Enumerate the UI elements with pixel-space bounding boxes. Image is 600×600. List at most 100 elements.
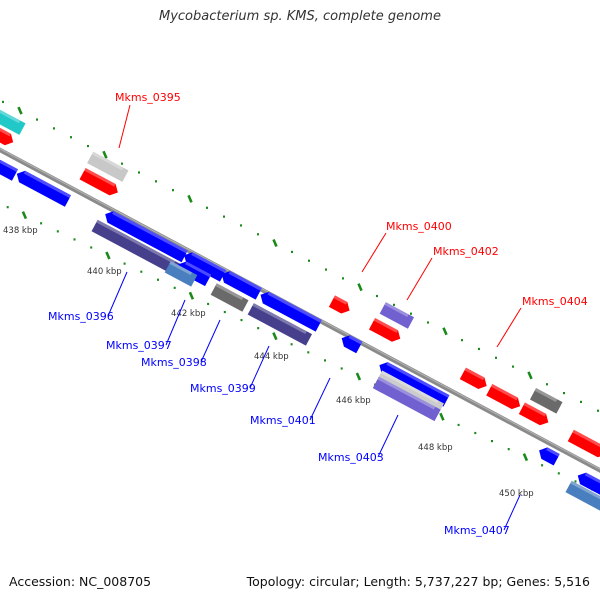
gene-reverse[interactable]: [339, 332, 363, 354]
gene-forward-shine: [373, 317, 399, 333]
outer-ruler-minor-tick: [478, 347, 480, 351]
inner-ruler-minor-tick: [40, 222, 43, 225]
inner-ruler-minor-tick: [56, 230, 59, 233]
outer-ruler-minor-tick: [2, 100, 4, 104]
cds-purple-shine: [384, 302, 409, 318]
outer-ruler-major-tick: [442, 327, 448, 336]
gene-forward-shine: [523, 402, 547, 417]
gene-label-reverse[interactable]: Mkms_0407: [444, 524, 510, 537]
outer-ruler-minor-tick: [36, 118, 38, 121]
outer-ruler-minor-tick: [580, 400, 582, 404]
outer-ruler-minor-tick: [512, 365, 514, 368]
map-title: Mycobacterium sp. KMS, complete genome: [159, 9, 441, 24]
outer-ruler-minor-tick: [138, 171, 140, 174]
label-leader-line: [165, 299, 186, 346]
cds-purple[interactable]: [372, 376, 441, 422]
gene-reverse[interactable]: [376, 359, 450, 407]
outer-ruler-minor-tick: [206, 206, 208, 209]
gene-reverse-shine: [348, 335, 363, 345]
outer-ruler-minor-tick: [393, 303, 395, 306]
gene-reverse[interactable]: [181, 249, 227, 282]
cds-steelblue[interactable]: [164, 261, 198, 287]
gene-forward[interactable]: [459, 367, 490, 392]
cds-cyan[interactable]: [0, 104, 26, 135]
outer-ruler-minor-tick: [427, 321, 429, 324]
gene-label-forward[interactable]: Mkms_0402: [433, 245, 499, 258]
gene-reverse[interactable]: [257, 289, 322, 332]
cds-slate[interactable]: [91, 219, 181, 276]
gene-label-reverse[interactable]: Mkms_0397: [106, 339, 172, 352]
gene-reverse[interactable]: [536, 445, 560, 466]
gene-reverse[interactable]: [14, 168, 72, 207]
gene-label-reverse[interactable]: Mkms_0399: [190, 382, 256, 395]
label-leader-line: [496, 307, 522, 348]
feature-dark-grey[interactable]: [210, 283, 249, 312]
cds-slate[interactable]: [247, 303, 313, 346]
gene-forward[interactable]: [518, 402, 552, 429]
gene-forward[interactable]: [79, 167, 121, 198]
gene-label-forward[interactable]: Mkms_0404: [522, 295, 588, 308]
gene-reverse-shine: [185, 261, 212, 278]
outer-ruler-major-tick: [17, 106, 23, 115]
gene-forward[interactable]: [486, 383, 523, 412]
outer-ruler-minor-tick: [240, 224, 242, 227]
outer-ruler-major-tick: [527, 371, 533, 380]
cds-slate-shine: [96, 219, 176, 264]
inner-ruler-minor-tick: [173, 286, 176, 289]
inner-ruler-minor-tick: [207, 302, 210, 306]
inner-ruler-minor-tick: [457, 423, 460, 427]
inner-ruler-minor-tick: [541, 464, 544, 467]
cds-purple[interactable]: [379, 302, 415, 329]
label-leader-line: [200, 319, 221, 363]
gene-reverse-shine: [584, 472, 600, 487]
outer-ruler-minor-tick: [291, 250, 293, 254]
gene-label-reverse[interactable]: Mkms_0401: [250, 414, 316, 427]
outer-ruler-minor-tick: [410, 312, 412, 315]
gene-reverse-shine: [191, 252, 227, 273]
gene-reverse-shine: [23, 170, 72, 198]
label-leader-line: [107, 271, 128, 317]
gene-track: [0, 104, 600, 512]
feature-grey[interactable]: [87, 151, 129, 182]
inner-ruler-minor-tick: [73, 238, 76, 241]
inner-ruler-minor-tick: [257, 327, 260, 330]
ruler-label: 448 kbp: [418, 443, 453, 453]
ruler-label: 446 kbp: [336, 396, 371, 406]
outer-ruler-minor-tick: [376, 294, 378, 298]
gene-label-reverse[interactable]: Mkms_0398: [141, 356, 207, 369]
gene-reverse[interactable]: [219, 268, 262, 300]
gene-forward[interactable]: [567, 429, 600, 460]
outer-ruler-minor-tick: [70, 136, 72, 139]
feature-grey-shine: [380, 370, 439, 404]
cds-slate-shine: [252, 303, 307, 334]
gene-forward-shine: [572, 429, 600, 449]
inner-ruler-minor-tick: [157, 278, 159, 281]
outer-ruler-minor-tick: [597, 409, 599, 412]
outer-ruler-minor-tick: [325, 268, 327, 271]
gene-label-forward[interactable]: Mkms_0400: [386, 220, 452, 233]
feature-grey-shine: [91, 151, 124, 171]
gene-reverse[interactable]: [0, 157, 19, 181]
feature-dark-grey-shine: [534, 388, 558, 403]
outer-ruler-minor-tick: [172, 189, 174, 192]
gene-label-forward[interactable]: Mkms_0395: [115, 91, 181, 104]
gene-forward[interactable]: [328, 295, 353, 316]
outer-ruler-minor-tick: [308, 259, 310, 262]
gene-reverse-shine: [0, 159, 19, 172]
cds-steelblue[interactable]: [565, 480, 600, 512]
label-leader-line: [249, 345, 270, 389]
inner-ruler-minor-tick: [6, 206, 9, 209]
ruler-label: 440 kbp: [87, 267, 122, 277]
gene-forward[interactable]: [368, 317, 403, 345]
outer-ruler-minor-tick: [87, 144, 89, 148]
outer-ruler-minor-tick: [121, 162, 123, 165]
gene-reverse[interactable]: [102, 208, 188, 263]
gene-label-reverse[interactable]: Mkms_0396: [48, 310, 114, 323]
outer-ruler-major-tick: [272, 238, 278, 248]
gene-label-reverse[interactable]: Mkms_0403: [318, 451, 384, 464]
feature-dark-grey[interactable]: [529, 388, 563, 414]
inner-ruler-major-tick: [355, 372, 362, 381]
label-leader-line: [377, 414, 399, 458]
gene-forward[interactable]: [0, 122, 16, 148]
